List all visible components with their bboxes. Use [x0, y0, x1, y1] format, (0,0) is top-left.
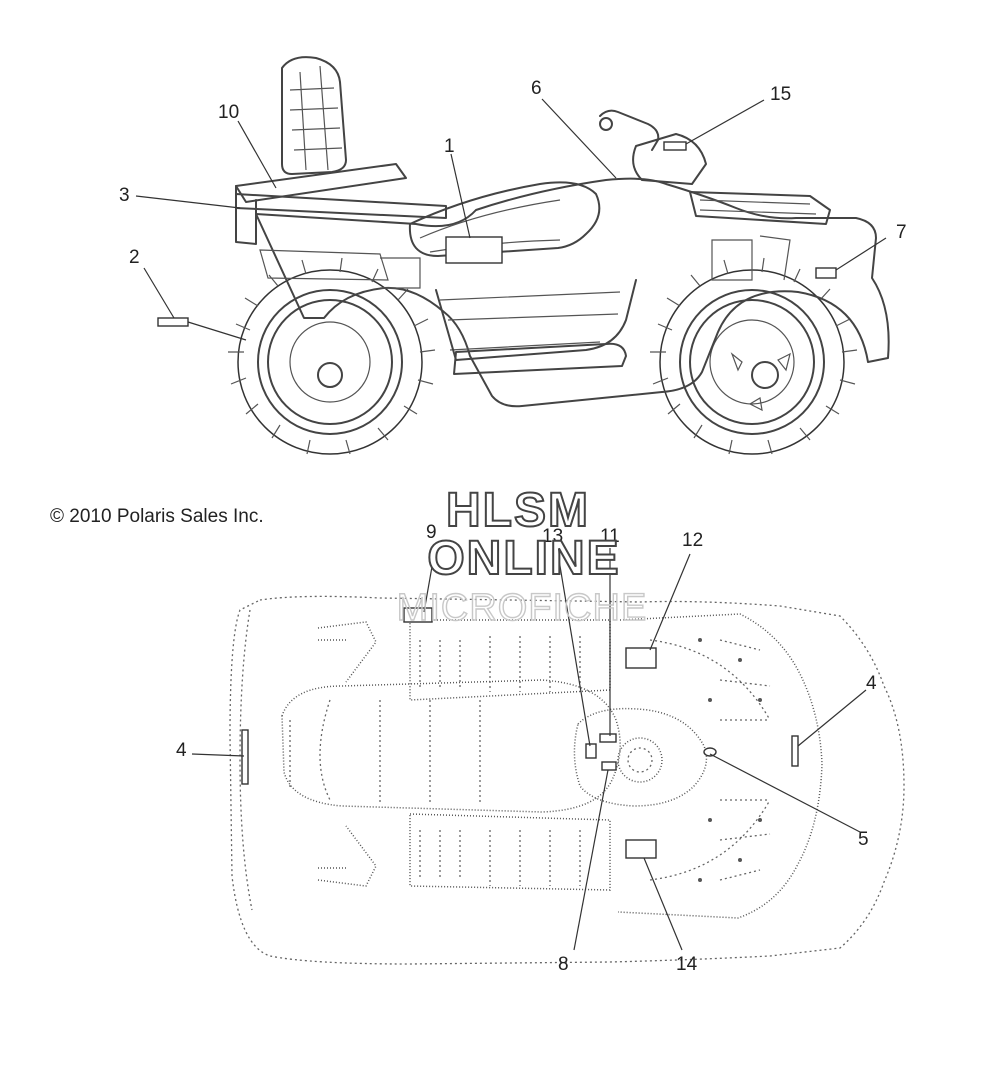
callout-7: 7	[896, 222, 907, 243]
decal-8	[601, 761, 617, 771]
decal-4-rear	[241, 729, 249, 785]
callout-4-front: 4	[866, 673, 877, 694]
callout-11: 11	[600, 526, 620, 547]
rear-wheel	[228, 257, 436, 455]
callout-12: 12	[682, 530, 703, 551]
callout-5: 5	[858, 829, 869, 850]
watermark: HLSM ONLINE MICROFICHE	[396, 483, 648, 630]
callout-14: 14	[676, 954, 698, 975]
rear-rack	[235, 193, 447, 219]
callout-15: 15	[770, 84, 791, 105]
decal-9	[403, 607, 433, 623]
watermark-line-2: ONLINE	[427, 532, 620, 585]
callout-8: 8	[558, 954, 569, 975]
callout-10: 10	[218, 102, 239, 123]
atv-top-view	[229, 595, 905, 965]
decal-11	[599, 733, 617, 743]
decal-2	[157, 317, 189, 327]
decal-4-front	[791, 735, 799, 767]
front-wheel	[650, 257, 858, 455]
leader-lines	[135, 98, 887, 951]
front-rack	[689, 191, 831, 225]
callout-4-rear: 4	[176, 740, 187, 761]
decal-14	[625, 839, 657, 859]
callout-6: 6	[531, 78, 542, 99]
decal-15	[663, 141, 687, 151]
callout-1: 1	[444, 136, 455, 157]
watermark-line-3: MICROFICHE	[397, 587, 648, 629]
callout-3: 3	[119, 185, 130, 206]
decal-13	[585, 743, 597, 759]
decal-7	[815, 267, 837, 279]
watermark-line-1: HLSM	[446, 484, 590, 537]
callout-2: 2	[129, 247, 140, 268]
decal-12	[625, 647, 657, 669]
atv-body	[255, 177, 890, 408]
decal-5	[703, 747, 717, 757]
callout-9: 9	[426, 522, 437, 543]
decal-1	[445, 236, 503, 264]
copyright-notice: © 2010 Polaris Sales Inc.	[50, 506, 264, 527]
passenger-backrest	[281, 56, 347, 175]
callout-numbers: 1 2 3 4 4 5 6 7 8 9 10 11 12 13 14 15	[119, 78, 907, 975]
callout-13: 13	[542, 526, 563, 547]
seat-top	[281, 679, 621, 813]
atv-side-view	[157, 56, 890, 455]
